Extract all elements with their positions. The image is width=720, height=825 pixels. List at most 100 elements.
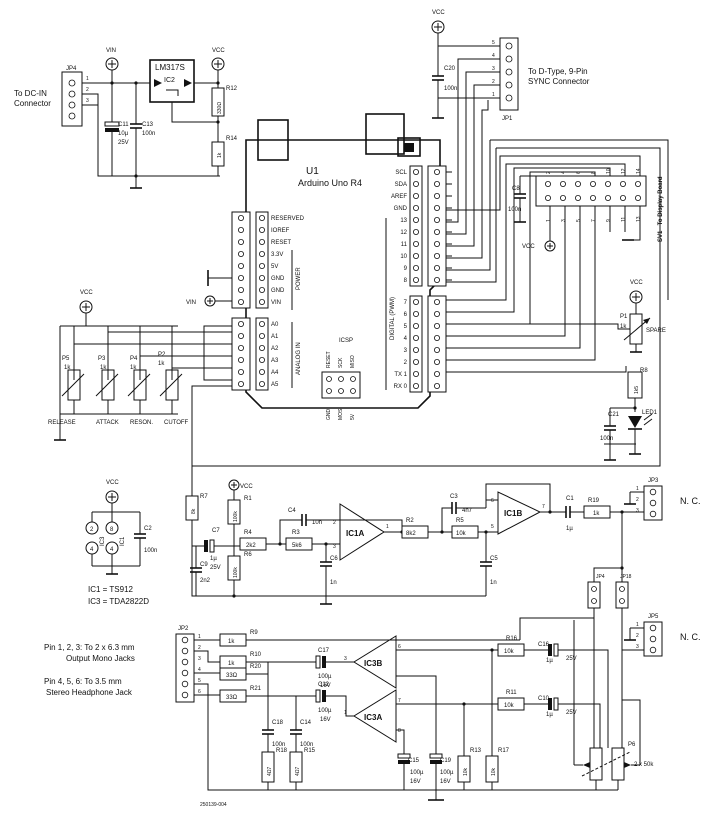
c10-ref: C10 xyxy=(538,696,550,702)
c17-ref: C17 xyxy=(318,648,330,654)
jp2-ref: JP2 xyxy=(178,626,189,632)
digital-pin-11: 11 xyxy=(401,242,408,248)
icsp-top-0: RESET xyxy=(326,351,332,368)
jp2-pin-circle-5 xyxy=(181,691,189,699)
r6-ref: R6 xyxy=(244,552,252,558)
digital-top-pin-8 xyxy=(412,264,419,271)
r5-val: 10k xyxy=(456,531,467,537)
r9-val: 1k xyxy=(228,639,235,645)
sv1-display-header: 2 4 6 8 10 12 14 1 3 5 7 9 11 13 SV1 - T… xyxy=(446,139,669,361)
c21-val: 100n xyxy=(600,436,613,442)
r10-ref: R10 xyxy=(250,652,262,658)
left-power-pin-0-1 xyxy=(258,214,265,221)
sv1-bot-pin-5 xyxy=(620,194,627,201)
c20-ref: C20 xyxy=(444,66,456,72)
jp2-pin-4: 4 xyxy=(198,667,201,673)
c17-volt: 16V xyxy=(320,683,331,689)
sv1-top-10: 10 xyxy=(606,168,612,174)
ic1b-pin-7: 7 xyxy=(542,504,545,510)
led-ref: LED1 xyxy=(642,410,658,416)
sv1-top-pin-6 xyxy=(635,180,642,187)
ic1b-pin-6: 6 xyxy=(491,498,494,504)
digital-pin-3: 3 xyxy=(404,348,408,354)
sv1-top-pin-1 xyxy=(560,180,567,187)
jack-headers: JP3 1 2 3 N. C. JP4 JP18 JP5 1 2 3 N. C. xyxy=(587,478,701,750)
note-line-1: Pin 1, 2, 3: To 2 x 6.3 mm xyxy=(44,643,135,652)
r18-val: 4Ω7 xyxy=(267,766,273,776)
digital-top-pin-9 xyxy=(412,276,419,283)
dc-in-label-2: Connector xyxy=(14,99,51,108)
jp5-pin-2: 2 xyxy=(636,633,639,639)
c19-ref: C19 xyxy=(440,758,452,764)
spare-pot: VCC P1 1k SPARE xyxy=(446,280,666,353)
pot-wiper-3 xyxy=(159,373,183,397)
icp-pin-4a: 4 xyxy=(90,547,94,553)
c13-val: 100n xyxy=(142,131,155,137)
c8-ref: C8 xyxy=(512,186,520,192)
pot-wiper-1 xyxy=(95,373,119,397)
digital-pin-6: 6 xyxy=(404,312,408,318)
r15-ref: R15 xyxy=(304,748,316,754)
ic3a-pin-7: 7 xyxy=(398,698,401,704)
r10-val: 1k xyxy=(228,661,235,667)
r20-val: 33Ω xyxy=(226,673,238,679)
r12-val: 330Ω xyxy=(217,102,223,114)
r17-ref: R17 xyxy=(498,748,510,754)
c11-ref: C11 xyxy=(118,122,129,128)
p1-val: 1k xyxy=(620,324,627,330)
left-power-pin-6-1 xyxy=(258,286,265,293)
right-digital-header: SCL SDA AREF GND 13 12 11 10 9 8 7 6 5 4… xyxy=(385,165,452,393)
left-power-pin-4-1 xyxy=(258,262,265,269)
left-analog-pin-2-1 xyxy=(258,344,265,351)
r2-val: 8k2 xyxy=(406,531,416,537)
c1-ref: C1 xyxy=(566,496,574,502)
digital-bot-pin-2 xyxy=(412,322,419,329)
jp2-pin-circle-3 xyxy=(181,669,189,677)
attack-label: ATTACK xyxy=(96,420,119,426)
r11-ref: R11 xyxy=(506,690,517,696)
sv1-vcc: VCC xyxy=(522,244,535,250)
analog-pin-2: A2 xyxy=(271,346,279,352)
digital-bot-hdr-7 xyxy=(433,382,440,389)
output-amplifier: JP2 1 2 3 4 5 6 Pin 1, 2, 3: To 2 x 6.3 … xyxy=(44,617,654,801)
c10-volt: 25V xyxy=(566,710,577,716)
digital-pin-5: 5 xyxy=(404,324,408,330)
ic3b-label: IC3B xyxy=(364,659,382,668)
r4-ref: R4 xyxy=(244,530,252,536)
r4-val: 2k2 xyxy=(246,543,256,549)
digital-bot-hdr-4 xyxy=(433,346,440,353)
c15-val: 100µ xyxy=(410,770,424,776)
digital-bot-hdr-3 xyxy=(433,334,440,341)
c12-ref: C12 xyxy=(318,682,330,688)
jp4-pin-2: 2 xyxy=(86,87,89,93)
c4-val: 10n xyxy=(312,520,322,526)
jp5-ref: JP5 xyxy=(648,614,659,620)
jp3-pin-2: 2 xyxy=(636,497,639,503)
release-label: RELEASE xyxy=(48,420,76,426)
left-power-pin-3-1 xyxy=(258,250,265,257)
icsp-bottom-1: MOSI xyxy=(338,407,344,420)
c6-ref: C6 xyxy=(330,556,338,562)
jp5-pin-1: 1 xyxy=(636,622,639,628)
digital-pin-scl: SCL xyxy=(395,170,407,176)
cutoff-label: CUTOFF xyxy=(164,420,189,426)
left-analog-pin-2-0 xyxy=(237,344,244,351)
r8-val: 1k5 xyxy=(634,386,640,394)
jp1-pin-3: 3 xyxy=(492,66,495,72)
left-analog-header: A0 A1 A2 A3 A4 A5 ANALOG IN xyxy=(231,317,302,391)
r3-val: 5k6 xyxy=(292,543,302,549)
r7-val: 8k xyxy=(191,508,197,514)
digital-top-hdr-2 xyxy=(433,192,440,199)
p6-ref: P6 xyxy=(628,742,636,748)
left-pin-label-6: GND xyxy=(271,288,285,294)
digital-pin-9: 9 xyxy=(404,266,408,272)
left-analog-pin-5-1 xyxy=(258,380,265,387)
jp1-pin-1: 1 xyxy=(492,92,495,98)
c8-val: 100n xyxy=(508,207,521,213)
jp4-j-ref: JP4 xyxy=(596,574,605,580)
left-analog-pin-4-0 xyxy=(237,368,244,375)
ic3a-pin-8: 8 xyxy=(398,728,401,734)
filter-vcc: VCC xyxy=(240,484,253,490)
c1-val: 1µ xyxy=(566,526,573,532)
r19-val: 1k xyxy=(593,511,600,517)
